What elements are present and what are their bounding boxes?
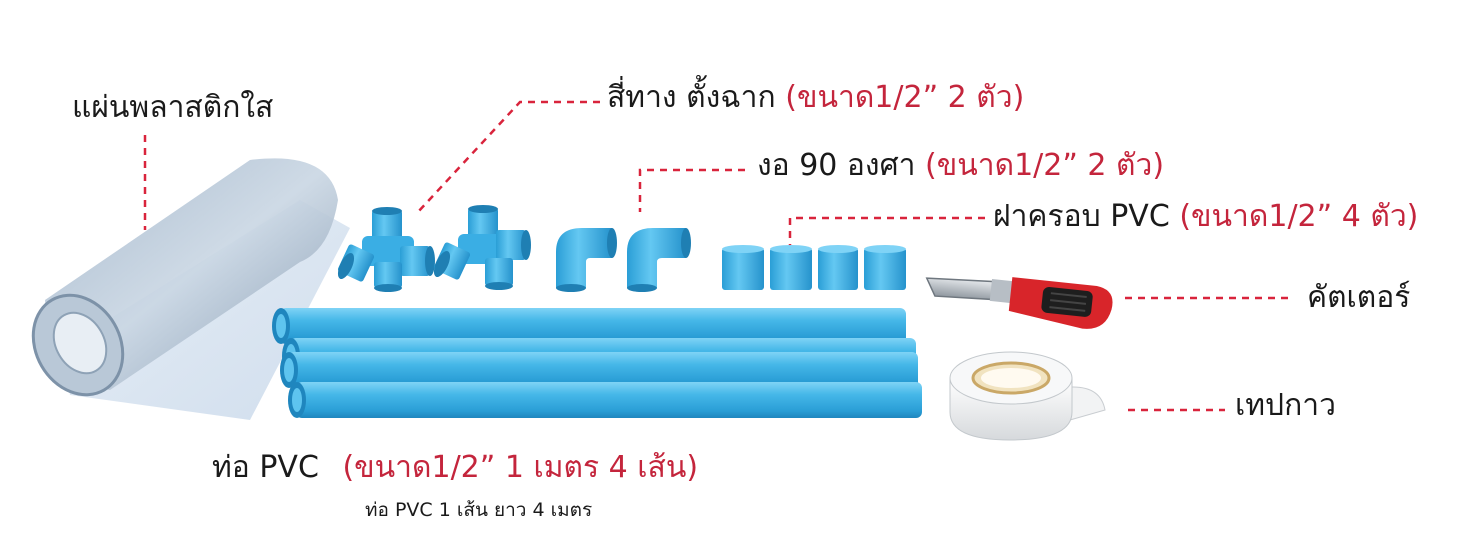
leader-lines	[143, 100, 1290, 412]
label-elbow: งอ 90 องศา (ขนาด1/2” 2 ตัว)	[757, 148, 1164, 184]
label-four-way: สี่ทาง ตั้งฉาก (ขนาด1/2” 2 ตัว)	[607, 80, 1024, 116]
label-plastic-sheet: แผ่นพลาสติกใส	[72, 90, 273, 126]
label-pipe-name: ท่อ PVC	[212, 450, 319, 485]
four-way-fitting-icon	[337, 205, 531, 292]
plastic-roll-hole	[52, 311, 108, 375]
end-cap-4	[864, 245, 906, 290]
four-way-fitting-2	[433, 205, 531, 290]
label-cutter-name: คัตเตอร์	[1307, 280, 1411, 315]
label-tape: เทปกาว	[1235, 388, 1336, 424]
tape-roll-icon	[949, 351, 1106, 441]
label-elbow-name: งอ 90 องศา	[757, 148, 916, 183]
pvc-pipe-1	[272, 308, 906, 344]
elbow-fitting-1	[556, 228, 617, 292]
end-cap-2	[770, 245, 812, 290]
end-cap-3	[818, 245, 858, 290]
pvc-pipe-icon	[272, 308, 922, 418]
leader-end-cap	[788, 216, 985, 252]
label-tape-name: เทปกาว	[1235, 388, 1336, 423]
four-way-fitting-1	[337, 207, 435, 292]
label-pipe: ท่อ PVC (ขนาด1/2” 1 เมตร 4 เส้น)	[212, 450, 698, 486]
label-elbow-spec: (ขนาด1/2” 2 ตัว)	[925, 148, 1165, 183]
label-four-way-name: สี่ทาง ตั้งฉาก	[607, 80, 776, 115]
elbow-fitting-icon	[556, 228, 691, 292]
label-pipe-note: ท่อ PVC 1 เส้น ยาว 4 เมตร	[365, 499, 593, 521]
label-pipe-spec: (ขนาด1/2” 1 เมตร 4 เส้น)	[342, 450, 699, 485]
elbow-fitting-2	[627, 228, 691, 292]
label-plastic-sheet-name: แผ่นพลาสติกใส	[72, 90, 274, 125]
end-cap-icon	[722, 245, 906, 290]
label-end-cap-spec: (ขนาด1/2” 4 ตัว)	[1179, 199, 1419, 234]
label-end-cap: ฝาครอบ PVC (ขนาด1/2” 4 ตัว)	[993, 199, 1418, 235]
label-four-way-spec: (ขนาด1/2” 2 ตัว)	[785, 80, 1025, 115]
pvc-pipe-4	[288, 382, 922, 418]
leader-four-way	[417, 100, 600, 213]
label-end-cap-name: ฝาครอบ PVC	[993, 199, 1170, 234]
cutter-knife-icon	[925, 277, 1113, 329]
pvc-pipe-3	[280, 352, 918, 388]
leader-elbow	[638, 168, 745, 212]
end-cap-1	[722, 245, 764, 290]
plastic-roll-icon	[31, 158, 350, 420]
label-cutter: คัตเตอร์	[1307, 280, 1410, 316]
